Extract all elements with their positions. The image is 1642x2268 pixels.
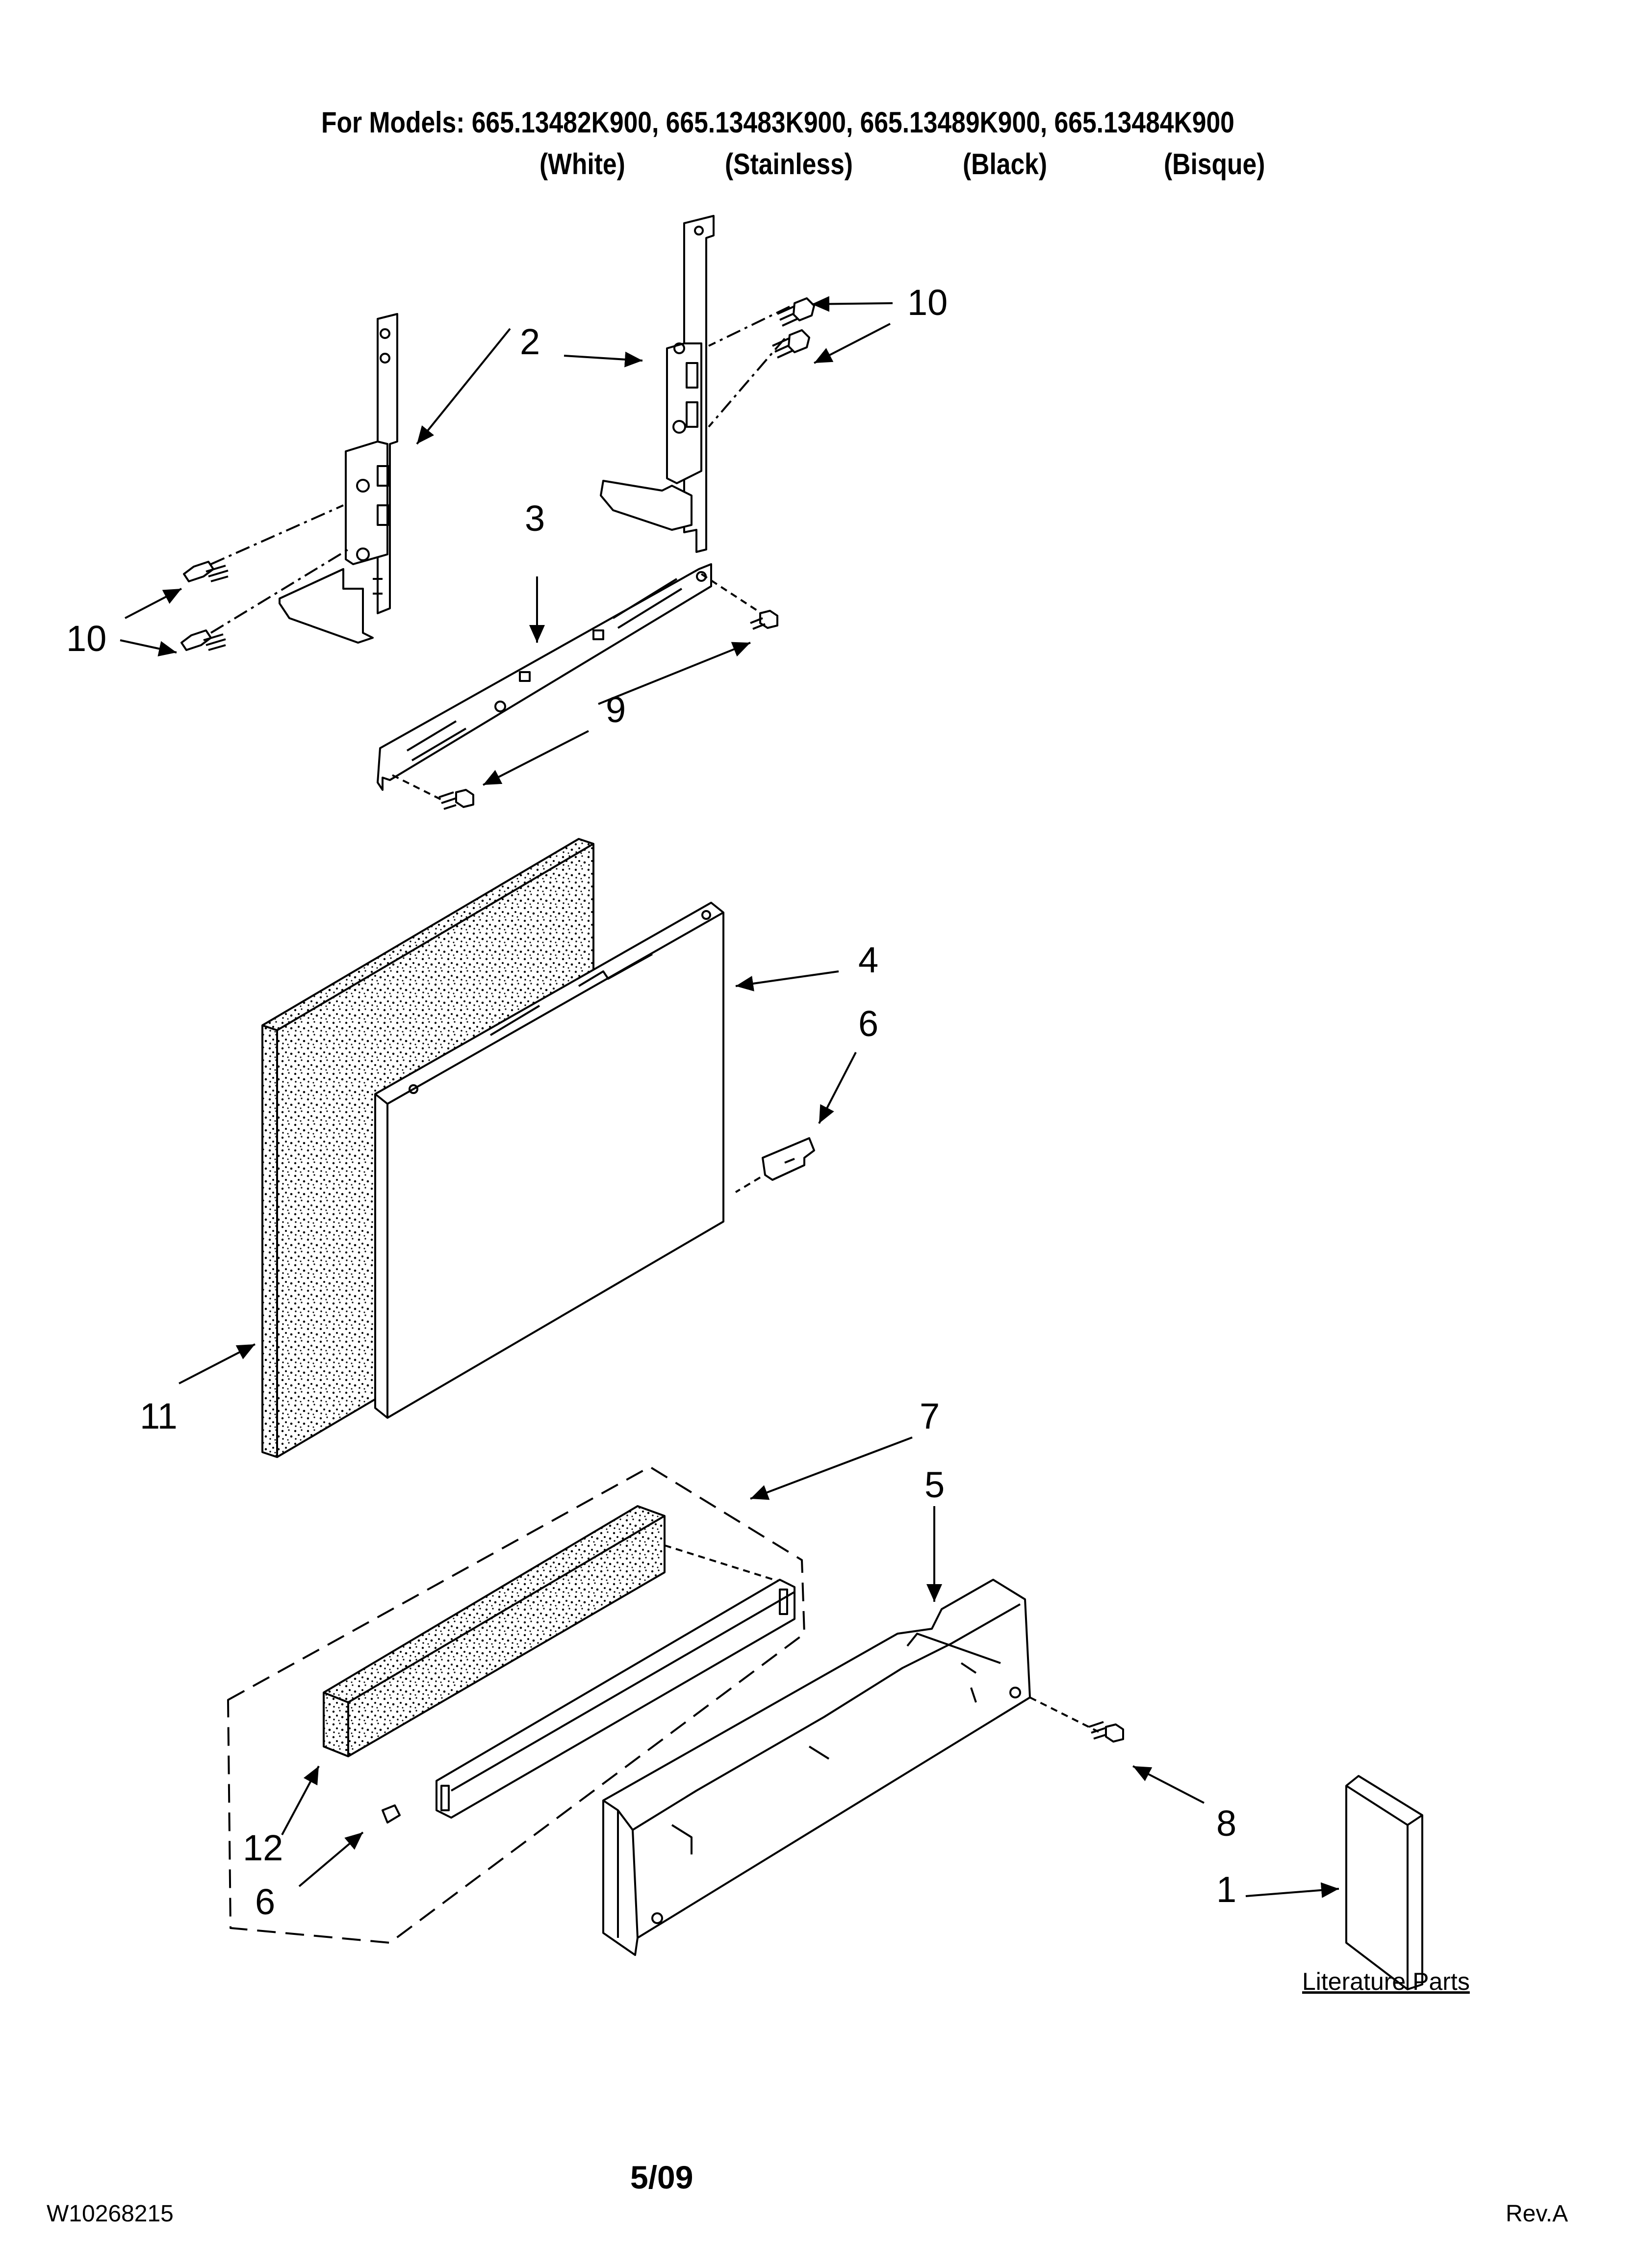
- variant-white: (White): [539, 148, 625, 181]
- callout-7: 7: [920, 1396, 940, 1436]
- hinge-bracket-left: [279, 313, 398, 644]
- screw-10-right-b: [772, 329, 810, 359]
- mounting-rail-3: [377, 563, 766, 801]
- callout-12: 12: [243, 1827, 283, 1868]
- insulation-strip-12: [323, 1505, 666, 1757]
- callout-11: 11: [140, 1396, 178, 1436]
- callout-1: 1: [1216, 1869, 1237, 1910]
- callout-4: 4: [858, 939, 879, 980]
- callout-8: 8: [1216, 1803, 1237, 1844]
- screw-9-bottom: [438, 789, 474, 810]
- callout-3: 3: [525, 498, 545, 539]
- clip-6-top: [735, 1137, 815, 1193]
- kit-boundary-7: [227, 1466, 805, 1944]
- screw-10-left-b: [180, 629, 226, 651]
- callout-5: 5: [924, 1464, 945, 1505]
- document-number: W10268215: [47, 2201, 174, 2227]
- toe-kick-panel-5: [602, 1579, 1099, 1956]
- revision-date: 5/09: [630, 2159, 693, 2195]
- door-panel-4: [374, 902, 724, 1419]
- literature-booklet-1: [1345, 1775, 1423, 1990]
- trim-strip: [382, 1579, 795, 1824]
- callout-6-bottom: 6: [255, 1881, 276, 1922]
- literature-parts-label: Literature Parts: [1302, 1968, 1470, 1995]
- models-header: For Models: 665.13482K900, 665.13483K900…: [321, 106, 1234, 139]
- screw-9-top: [750, 610, 778, 630]
- callout-9: 9: [606, 689, 626, 730]
- variant-stainless: (Stainless): [725, 148, 853, 181]
- callout-10-top: 10: [907, 282, 948, 323]
- callout-6-top: 6: [858, 1003, 879, 1044]
- callout-2: 2: [520, 321, 540, 362]
- callout-10-left: 10: [66, 618, 107, 659]
- screw-10-left-a: [183, 561, 229, 582]
- hinge-bracket-right: [600, 215, 715, 553]
- variant-black: (Black): [963, 148, 1048, 181]
- revision-label: Rev.A: [1506, 2201, 1568, 2227]
- screw-10-right-a: [777, 297, 815, 327]
- screw-8: [1088, 1721, 1124, 1743]
- variant-bisque: (Bisque): [1164, 148, 1265, 181]
